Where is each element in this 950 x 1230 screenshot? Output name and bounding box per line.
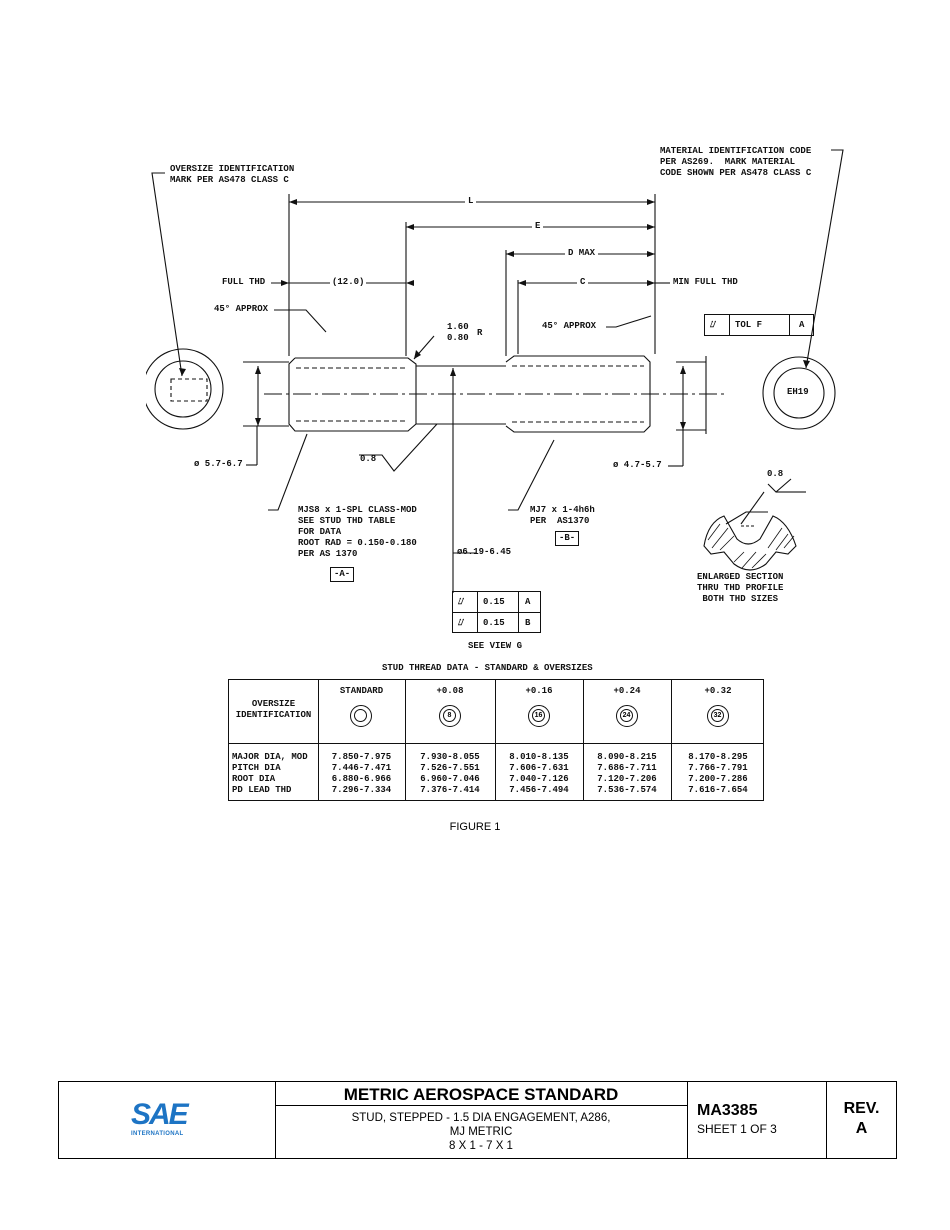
values-standard: 7.850-7.975 7.446-7.471 6.880-6.966 7.29… — [331, 752, 392, 795]
runout-icon: ⌰ — [710, 320, 716, 330]
thread-right-spec: MJ7 x 1-4h6h PER AS1370 — [530, 505, 595, 526]
see-view-g: SEE VIEW G — [468, 641, 523, 651]
dim-d-max-label: D MAX — [565, 248, 599, 259]
tol-datum-a: A — [799, 320, 805, 330]
thread-left-spec: MJS8 x 1-SPL CLASS-MOD SEE STUD THD TABL… — [298, 505, 417, 559]
figure-caption: FIGURE 1 — [449, 821, 501, 833]
col-header-024: +0.24 — [613, 686, 641, 696]
thread-data-table: OVERSIZE IDENTIFICATION STANDARD +0.08 +… — [228, 679, 764, 801]
full-thd-label: FULL THD — [222, 277, 266, 287]
datum-a-box: -A- — [330, 567, 355, 582]
tol-f-label: TOL F — [735, 320, 763, 330]
enlarged-section-note: ENLARGED SECTION THRU THD PROFILE BOTH T… — [697, 572, 784, 604]
min-full-thd-label: MIN FULL THD — [673, 277, 738, 287]
values-016: 8.010-8.135 7.606-7.631 7.040-7.126 7.45… — [509, 752, 569, 795]
values-008: 7.930-8.055 7.526-7.551 6.960-7.046 7.37… — [420, 752, 480, 795]
row-labels: MAJOR DIA, MOD PITCH DIA ROOT DIA PD LEA… — [232, 752, 308, 795]
col-header-032: +0.32 — [704, 686, 732, 696]
col-header-standard: STANDARD — [339, 686, 384, 696]
col-header-016: +0.16 — [525, 686, 553, 696]
runout-icon: ⌰ — [458, 618, 464, 628]
table-title: STUD THREAD DATA - STANDARD & OVERSIZES — [382, 663, 593, 673]
title-line-3: 8 X 1 - 7 X 1 — [449, 1140, 513, 1152]
oversize-mark-standard — [350, 705, 372, 727]
dim-e-label: E — [532, 221, 544, 232]
revision-label: REV. — [843, 1100, 880, 1117]
oversize-mark-16: 16 — [528, 705, 550, 727]
revision-value: A — [855, 1120, 868, 1137]
approx-left-label: 45° APPROX — [214, 304, 269, 314]
corner-header: OVERSIZE IDENTIFICATION — [235, 699, 312, 720]
oversize-id-note: OVERSIZE IDENTIFICATION MARK PER AS478 C… — [170, 164, 295, 185]
fcf-tol-1: 0.15 — [483, 597, 505, 607]
dia-right-label: ø 4.7-5.7 — [613, 460, 662, 470]
values-024: 8.090-8.215 7.686-7.711 7.120-7.206 7.53… — [597, 752, 657, 795]
radius-label: 1.60 0.80 — [447, 322, 469, 343]
material-id-note: MATERIAL IDENTIFICATION CODE PER AS269. … — [660, 146, 812, 178]
twelve-label: (12.0) — [330, 277, 367, 288]
col-header-008: +0.08 — [436, 686, 464, 696]
oversize-mark-24: 24 — [616, 705, 638, 727]
sae-logo: SAE INTERNATIONAL — [131, 1098, 189, 1138]
runout-icon: ⌰ — [458, 597, 464, 607]
approx-right-label: 45° APPROX — [542, 321, 597, 331]
surface-finish-left: 0.8 — [360, 454, 377, 464]
dim-l-label: L — [465, 196, 477, 207]
surface-finish-right: 0.8 — [767, 469, 784, 479]
oversize-mark-8: 8 — [439, 705, 461, 727]
sheet-number: SHEET 1 OF 3 — [697, 1122, 777, 1136]
fcf-datum-1: A — [525, 597, 531, 607]
material-code-eh19: EH19 — [787, 387, 809, 397]
fcf-tol-2: 0.15 — [483, 618, 505, 628]
dim-c-label: C — [577, 277, 589, 288]
tolerance-frame-top: ⌰ TOL F A — [704, 314, 814, 336]
tolerance-frame-bottom: ⌰ 0.15 A ⌰ 0.15 B — [452, 591, 541, 633]
title-line-1: STUD, STEPPED - 1.5 DIA ENGAGEMENT, A286… — [351, 1112, 611, 1124]
radius-r-label: R — [477, 328, 483, 338]
title-line-2: MJ METRIC — [449, 1126, 513, 1138]
dia-left-label: ø 5.7-6.7 — [194, 459, 243, 469]
standard-heading: METRIC AEROSPACE STANDARD — [343, 1085, 619, 1104]
datum-b-box: -B- — [555, 531, 580, 546]
fcf-datum-2: B — [525, 618, 531, 628]
oversize-mark-32: 32 — [707, 705, 729, 727]
values-032: 8.170-8.295 7.766-7.791 7.200-7.286 7.61… — [688, 752, 748, 795]
shank-dia-label: ø6.19-6.45 — [457, 547, 512, 557]
engineering-drawing: OVERSIZE IDENTIFICATION MARK PER AS478 C… — [146, 144, 858, 816]
title-block: SAE INTERNATIONAL METRIC AEROSPACE STAND… — [58, 1081, 897, 1159]
document-number: MA3385 — [697, 1102, 758, 1119]
